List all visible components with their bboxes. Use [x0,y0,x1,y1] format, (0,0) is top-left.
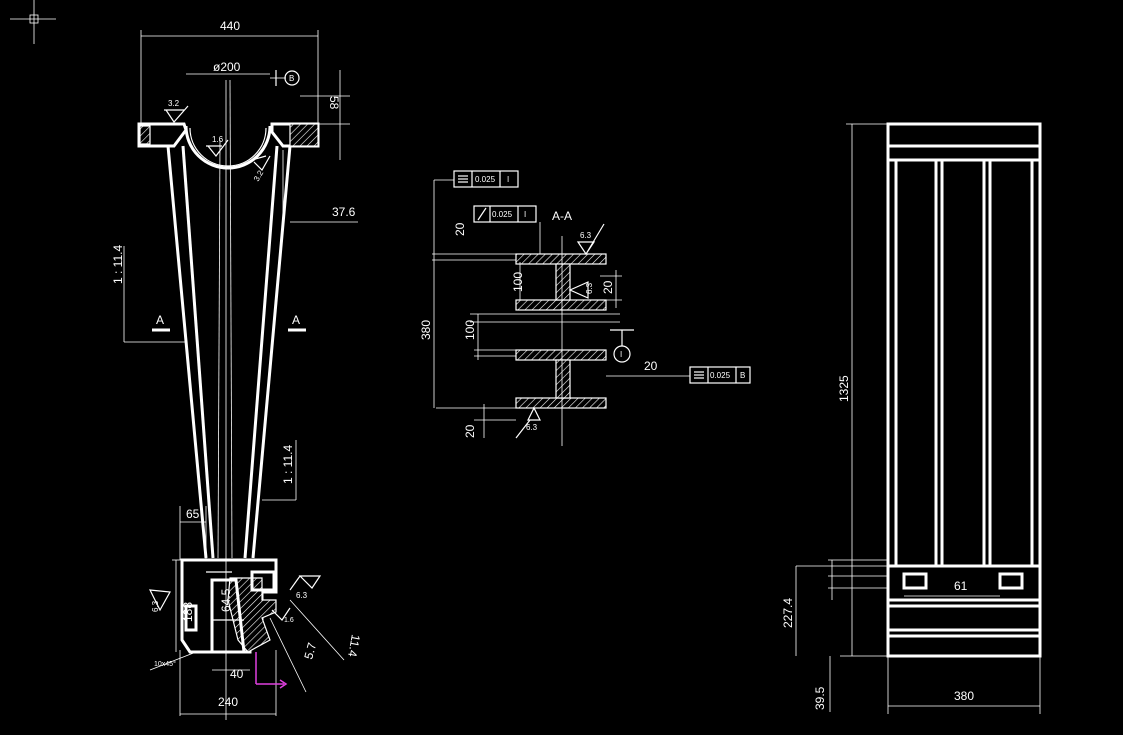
dim-380-side: 380 [954,689,974,703]
roughness-section-bottom: 6.3 [526,423,538,432]
dim-65: 65 [186,507,200,521]
dim-40: 40 [230,667,244,681]
dim-240: 240 [218,695,238,709]
datum-b-label: B [289,74,294,83]
dim-58: 58 [327,96,341,110]
tol3-value: 0.025 [710,371,731,380]
tolerance-frame-1: 0.025 I [453,170,519,188]
dim-20-right: 20 [601,280,615,294]
datum-i-label: I [620,350,622,359]
dim-5-7: 5.7 [301,641,319,661]
crosshair-cursor-icon [10,0,56,44]
roughness-1-6-inner: 1.6 [212,135,224,144]
tol2-datum: I [524,210,526,219]
dim-20-top: 20 [453,222,467,236]
dim-20-bottom: 20 [463,424,477,438]
dim-64-5: 64.5 [219,588,233,612]
tol3-datum: B [740,371,745,380]
dim-1325: 1325 [837,375,851,402]
roughness-1-6-low: 1.6 [284,617,294,624]
section-marker-a-left: A [156,313,164,327]
dim-100-left: 100 [511,272,525,292]
tolerance-frame-3: 0.025 B [689,366,751,384]
dim-11-4: 11.4 [345,633,363,658]
taper-ratio-left: 1 : 11.4 [111,245,125,284]
side-view[interactable]: 1325 227.4 39.5 61 380 [781,122,1042,714]
taper-ratio-right: 1 : 11.4 [281,445,295,484]
dim-380: 380 [419,320,433,340]
roughness-6-3-left: 6.3 [151,600,160,612]
dim-37-6: 37.6 [332,205,356,219]
tolerance-frame-2: 0.025 I [473,205,537,223]
ucs-axis-icon [255,652,288,689]
section-marker-a-right: A [292,313,300,327]
front-view[interactable]: 440 ø200 B 58 37.6 3.2 1.6 3.2 1 : 11.4 … [111,19,363,720]
tol1-value: 0.025 [475,175,496,184]
tol2-value: 0.025 [492,210,513,219]
section-title: A-A [552,209,572,223]
dim-61: 61 [954,579,968,593]
roughness-section-top: 6.3 [580,231,592,240]
section-view-a-a[interactable]: 0.025 I 0.025 I A-A 20 10 [419,170,751,446]
roughness-section-right: 6.3 [585,282,594,294]
tol1-datum: I [507,175,509,184]
dim-227-4: 227.4 [781,598,795,628]
dim-39-5: 39.5 [813,686,827,710]
dim-188: 188 [181,602,195,622]
roughness-6-3-right: 6.3 [296,591,308,600]
roughness-3-2-left: 3.2 [168,99,180,108]
roughness-3-2-right: 3.2 [252,168,266,183]
dim-100-mid: 100 [463,320,477,340]
dim-20-mid: 20 [644,359,658,373]
dim-440: 440 [220,19,240,33]
dim-bore-diameter: ø200 [213,60,241,74]
chamfer-label: 10x45° [154,660,176,668]
